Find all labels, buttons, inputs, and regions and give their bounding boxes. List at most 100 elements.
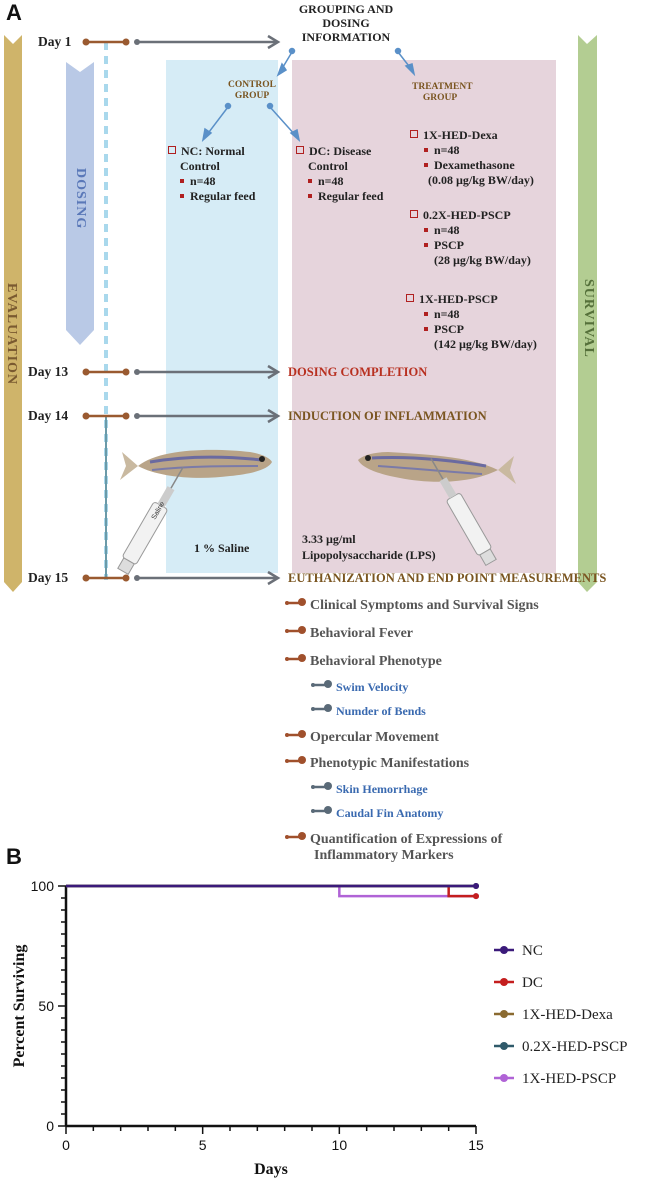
y-tick-label: 0	[46, 1118, 54, 1134]
checkbox-icon	[410, 210, 418, 218]
dosing-arrow	[66, 62, 94, 345]
lps-concentration: 3.33 µg/ml	[302, 532, 356, 546]
dc-title: DC: Disease	[309, 144, 372, 158]
endpoint-item: Swim Velocity	[310, 678, 408, 696]
legend-label: DC	[522, 975, 543, 991]
zebrafish-left-image	[120, 449, 272, 480]
endpoint-item: Behavioral Phenotype	[284, 652, 442, 670]
dc-title-2: Control	[308, 159, 348, 173]
bullet-icon	[308, 194, 312, 198]
series-endpoint-DC	[473, 893, 479, 900]
zebrafish-right-image	[358, 452, 516, 484]
dexa-n: n=48	[434, 143, 460, 157]
x-tick-label: 5	[199, 1137, 207, 1153]
day1-label: Day 1	[38, 34, 72, 49]
endpoint-text: Behavioral Fever	[310, 626, 414, 641]
evaluation-label: EVALUATION	[3, 283, 19, 385]
legend-marker	[500, 978, 508, 986]
bullet-icon	[424, 163, 428, 167]
endpoint-text: Quantification of Expressions of	[310, 832, 503, 847]
pin-icon	[285, 626, 306, 634]
legend-label: NC	[522, 943, 543, 959]
legend-label: 1X-HED-Dexa	[522, 1007, 613, 1023]
nc-n: n=48	[190, 174, 216, 188]
dc-n: n=48	[318, 174, 344, 188]
bullet-icon	[180, 179, 184, 183]
legend-label: 1X-HED-PSCP	[522, 1071, 616, 1087]
dexa-title: 1X-HED-Dexa	[423, 128, 498, 142]
bullet-icon	[424, 312, 428, 316]
pin-icon	[311, 806, 332, 814]
treatment-region	[292, 60, 556, 573]
euthanization-label: EUTHANIZATION AND END POINT MEASUREMENTS	[288, 571, 607, 585]
lps-syringe-image	[430, 458, 497, 567]
dexa-group-box: 1X-HED-Dexa n=48 Dexamethasone (0.08 µg/…	[410, 128, 534, 188]
endpoint-item: Phenotypic Manifestations	[284, 754, 469, 772]
pin-icon	[311, 782, 332, 790]
panel-a-background: Saline	[4, 34, 597, 592]
legend-marker	[500, 946, 508, 954]
timeline-day15	[82, 570, 281, 586]
control-group-label: CONTROL GROUP	[227, 80, 277, 101]
endpoint-text: Opercular Movement	[310, 730, 439, 745]
pin-icon	[285, 598, 306, 606]
y-tick-label: 50	[38, 998, 54, 1014]
pin-icon	[285, 832, 306, 840]
day15-label: Day 15	[28, 570, 69, 585]
evaluation-arrow	[4, 35, 22, 592]
nc-title-2: Control	[180, 159, 220, 173]
series-endpoint-NC	[473, 883, 479, 889]
endpoint-text: Caudal Fin Anatomy	[336, 806, 444, 820]
panel-a-label: A	[6, 0, 22, 25]
x-tick-label: 10	[332, 1137, 348, 1153]
bullet-icon	[308, 179, 312, 183]
pscp02-drug: PSCP	[434, 238, 464, 252]
endpoint-text: Swim Velocity	[336, 680, 409, 694]
checkbox-icon	[406, 294, 414, 302]
dc-group-box: DC: Disease Control n=48 Regular feed	[296, 144, 383, 204]
endpoint-item: Skin Hemorrhage	[310, 780, 428, 798]
dosing-completion-label: DOSING COMPLETION	[288, 365, 428, 379]
legend-marker	[500, 1042, 508, 1050]
bullet-icon	[424, 327, 428, 331]
pin-icon	[285, 730, 306, 738]
pscp1-n: n=48	[434, 307, 460, 321]
saline-syringe-image	[117, 467, 184, 575]
endpoint-item: Caudal Fin Anatomy	[310, 804, 443, 822]
panel-b-label: B	[6, 844, 22, 869]
pscp02-dose: (28 µg/kg BW/day)	[434, 253, 531, 267]
survival-label: SURVIVAL	[581, 279, 596, 358]
bullet-icon	[424, 228, 428, 232]
x-tick-label: 15	[468, 1137, 484, 1153]
endpoint-text: Phenotypic Manifestations	[310, 756, 470, 771]
control-region	[166, 60, 278, 573]
pscp1-drug: PSCP	[434, 322, 464, 336]
bullet-icon	[180, 194, 184, 198]
grouping-header: GROUPING AND DOSING INFORMATION	[298, 2, 394, 44]
endpoint-item: Numder of Bends	[310, 702, 426, 720]
dexa-dose: (0.08 µg/kg BW/day)	[428, 173, 534, 187]
pscp02-n: n=48	[434, 223, 460, 237]
y-axis-label: Percent Surviving	[11, 945, 28, 1068]
nc-title: NC: Normal	[181, 144, 245, 158]
endpoint-text: Numder of Bends	[336, 704, 426, 718]
survival-arrow	[578, 35, 597, 592]
series-line-DC	[66, 884, 476, 898]
pscp1-title: 1X-HED-PSCP	[419, 292, 498, 306]
endpoint-text: Behavioral Phenotype	[310, 654, 442, 669]
induction-label: INDUCTION OF INFLAMMATION	[288, 409, 487, 423]
endpoint-item: Behavioral Fever	[284, 624, 413, 642]
x-tick-label: 0	[62, 1137, 70, 1153]
timeline-day1	[82, 34, 281, 50]
checkbox-icon	[168, 146, 176, 154]
dc-feed: Regular feed	[318, 189, 384, 203]
pscp1-dose: (142 µg/kg BW/day)	[434, 337, 537, 351]
endpoint-text: Skin Hemorrhage	[336, 782, 428, 796]
legend-marker	[500, 1074, 508, 1082]
pscp02-title: 0.2X-HED-PSCP	[423, 208, 511, 222]
pin-icon	[311, 680, 332, 688]
timeline-day13	[82, 364, 281, 380]
day13-label: Day 13	[28, 364, 69, 379]
